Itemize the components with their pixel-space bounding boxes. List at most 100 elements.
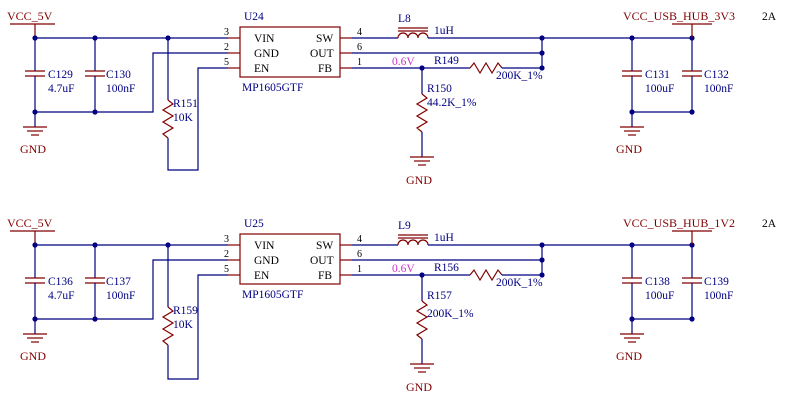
cap-ref: C138 bbox=[645, 276, 670, 288]
regulator-ic: U25 MP1605GTF VIN GND EN SW OUT FB 3 2 5… bbox=[224, 218, 362, 301]
junction bbox=[92, 316, 98, 322]
resistor-ref: R156 bbox=[434, 262, 459, 274]
pin-name-gnd: GND bbox=[254, 255, 279, 267]
regulator-circuit-3v3: VCC_5V C129 4.7uF C130 100nF bbox=[7, 9, 777, 187]
pin-number: 4 bbox=[357, 234, 362, 245]
pin-name-sw: SW bbox=[316, 240, 333, 252]
output-net-label: VCC_USB_HUB_3V3 bbox=[623, 9, 735, 23]
pin-number: 6 bbox=[357, 249, 362, 260]
pin-number: 2 bbox=[224, 249, 229, 260]
ground-symbol: GND bbox=[616, 112, 644, 156]
output-net-1v2: VCC_USB_HUB_1V2 2A bbox=[623, 216, 777, 245]
regulator-circuit-1v2: VCC_5V C136 4.7uF C137 100nF bbox=[7, 216, 777, 394]
input-net-label: VCC_5V bbox=[7, 9, 53, 23]
cap-ref: C137 bbox=[106, 276, 131, 288]
capacitor-cin2: C137 100nF bbox=[85, 245, 135, 319]
capacitor-cout1: C131 100uF bbox=[622, 38, 674, 112]
ic-ref: U24 bbox=[244, 11, 264, 23]
cap-value: 100nF bbox=[106, 83, 135, 95]
resistor-ref: R149 bbox=[434, 55, 459, 67]
junction bbox=[539, 257, 545, 263]
resistor-fb-top: R149 200K_1% bbox=[434, 55, 543, 82]
cap-value: 100uF bbox=[645, 83, 674, 95]
input-net-vcc5v: VCC_5V bbox=[7, 216, 55, 245]
gnd-label: GND bbox=[20, 142, 46, 156]
capacitor-cin2: C130 100nF bbox=[85, 38, 135, 112]
resistor-value: 10K bbox=[173, 319, 194, 331]
ic-part-number: MP1605GTF bbox=[242, 289, 303, 301]
fb-voltage-label: 0.6V bbox=[392, 263, 415, 275]
pin-name-gnd: GND bbox=[254, 48, 279, 60]
resistor-ref: R157 bbox=[427, 290, 452, 302]
pin-name-en: EN bbox=[254, 63, 270, 75]
input-net-label: VCC_5V bbox=[7, 216, 53, 230]
resistor-value: 200K_1% bbox=[496, 277, 543, 289]
regulator-ic: U24 MP1605GTF VIN GND EN SW OUT FB 3 2 5… bbox=[224, 11, 362, 94]
resistor-fb-bottom: R150 44.2K_1% GND bbox=[406, 68, 477, 187]
cap-value: 100nF bbox=[704, 290, 733, 302]
gnd-label: GND bbox=[616, 142, 642, 156]
pin-name-fb: FB bbox=[318, 63, 332, 75]
pin-name-vin: VIN bbox=[254, 33, 275, 45]
pin-number: 3 bbox=[224, 234, 229, 245]
pin-number: 1 bbox=[357, 57, 362, 68]
pin-name-en: EN bbox=[254, 270, 270, 282]
inductor-ref: L8 bbox=[398, 13, 411, 25]
output-current-label: 2A bbox=[762, 11, 777, 23]
capacitor-cout1: C138 100uF bbox=[622, 245, 674, 319]
cap-ref: C136 bbox=[48, 276, 73, 288]
pin-number: 3 bbox=[224, 27, 229, 38]
junction bbox=[92, 109, 98, 115]
ground-symbol: GND bbox=[616, 319, 644, 363]
inductor-value: 1uH bbox=[434, 25, 454, 37]
junction bbox=[539, 50, 545, 56]
resistor-enable: R151 10K bbox=[161, 38, 228, 171]
pin-name-sw: SW bbox=[316, 33, 333, 45]
inductor-ref: L9 bbox=[398, 220, 411, 232]
output-current-label: 2A bbox=[762, 218, 777, 230]
capacitor-cout2: C139 100nF bbox=[682, 245, 733, 319]
cap-ref: C132 bbox=[704, 69, 729, 81]
pin-name-vin: VIN bbox=[254, 240, 275, 252]
cap-value: 100nF bbox=[704, 83, 733, 95]
fb-voltage-label: 0.6V bbox=[392, 56, 415, 68]
cap-value: 4.7uF bbox=[48, 83, 75, 95]
cap-value: 100nF bbox=[106, 290, 135, 302]
resistor-value: 200K_1% bbox=[427, 308, 474, 320]
junction bbox=[689, 316, 695, 322]
cap-ref: C129 bbox=[48, 69, 73, 81]
pin-number: 4 bbox=[357, 27, 362, 38]
resistor-enable: R159 10K bbox=[161, 245, 228, 380]
gnd-label: GND bbox=[20, 349, 46, 363]
resistor-value: 200K_1% bbox=[496, 70, 543, 82]
resistor-ref: R151 bbox=[173, 98, 198, 110]
cap-ref: C139 bbox=[704, 276, 729, 288]
capacitor-cin1: C129 4.7uF bbox=[25, 38, 75, 112]
ground-symbol: GND bbox=[20, 319, 47, 363]
pin-number: 1 bbox=[357, 264, 362, 275]
inductor: L8 1uH bbox=[352, 13, 542, 39]
output-net-3v3: VCC_USB_HUB_3V3 2A bbox=[623, 9, 777, 38]
cap-value: 4.7uF bbox=[48, 290, 75, 302]
cap-value: 100uF bbox=[645, 290, 674, 302]
pin-number: 6 bbox=[357, 42, 362, 53]
ic-ref: U25 bbox=[244, 218, 264, 230]
pin-name-out: OUT bbox=[310, 255, 334, 267]
capacitor-cout2: C132 100nF bbox=[682, 38, 733, 112]
gnd-label: GND bbox=[616, 349, 642, 363]
pin-name-out: OUT bbox=[310, 48, 334, 60]
ground-symbol: GND bbox=[20, 112, 47, 156]
cap-ref: C131 bbox=[645, 69, 670, 81]
inductor: L9 1uH bbox=[352, 220, 542, 246]
resistor-value: 10K bbox=[173, 112, 194, 124]
output-net-label: VCC_USB_HUB_1V2 bbox=[623, 216, 735, 230]
ic-part-number: MP1605GTF bbox=[242, 82, 303, 94]
pin-number: 2 bbox=[224, 42, 229, 53]
cap-ref: C130 bbox=[106, 69, 131, 81]
resistor-fb-bottom: R157 200K_1% GND bbox=[406, 275, 474, 394]
resistor-ref: R150 bbox=[427, 83, 452, 95]
pin-number: 5 bbox=[224, 264, 229, 275]
pin-number: 5 bbox=[224, 57, 229, 68]
gnd-label: GND bbox=[406, 173, 432, 187]
